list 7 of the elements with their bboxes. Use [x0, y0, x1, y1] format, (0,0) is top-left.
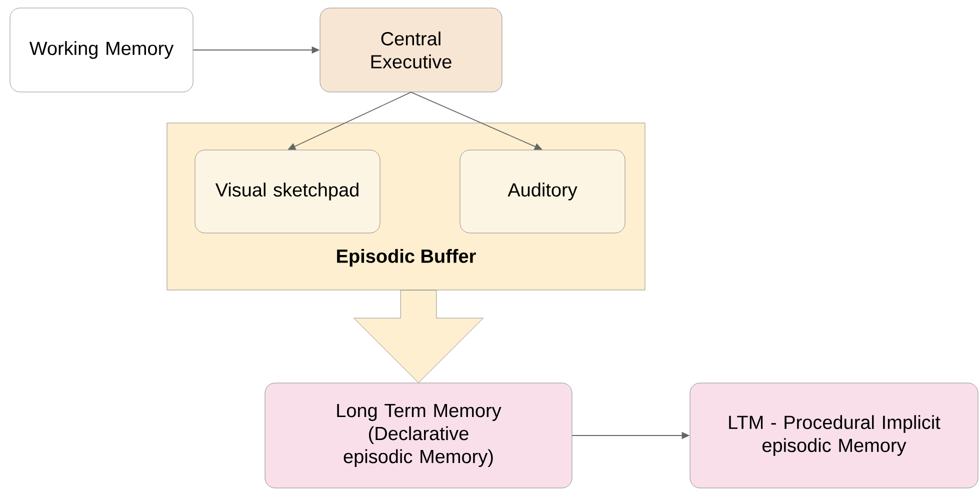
memory-box: Long Term Memory (Declarative episodic Memory): [264, 382, 572, 488]
process-box: Visual sketchpad: [194, 150, 380, 234]
process-box: Central Executive: [320, 8, 502, 92]
memory-box: LTM - Procedural Implicit episodic Memory: [690, 382, 978, 488]
block-arrow: [354, 290, 484, 383]
process-box: Working Memory: [10, 8, 194, 92]
process-box: Auditory: [460, 150, 626, 234]
